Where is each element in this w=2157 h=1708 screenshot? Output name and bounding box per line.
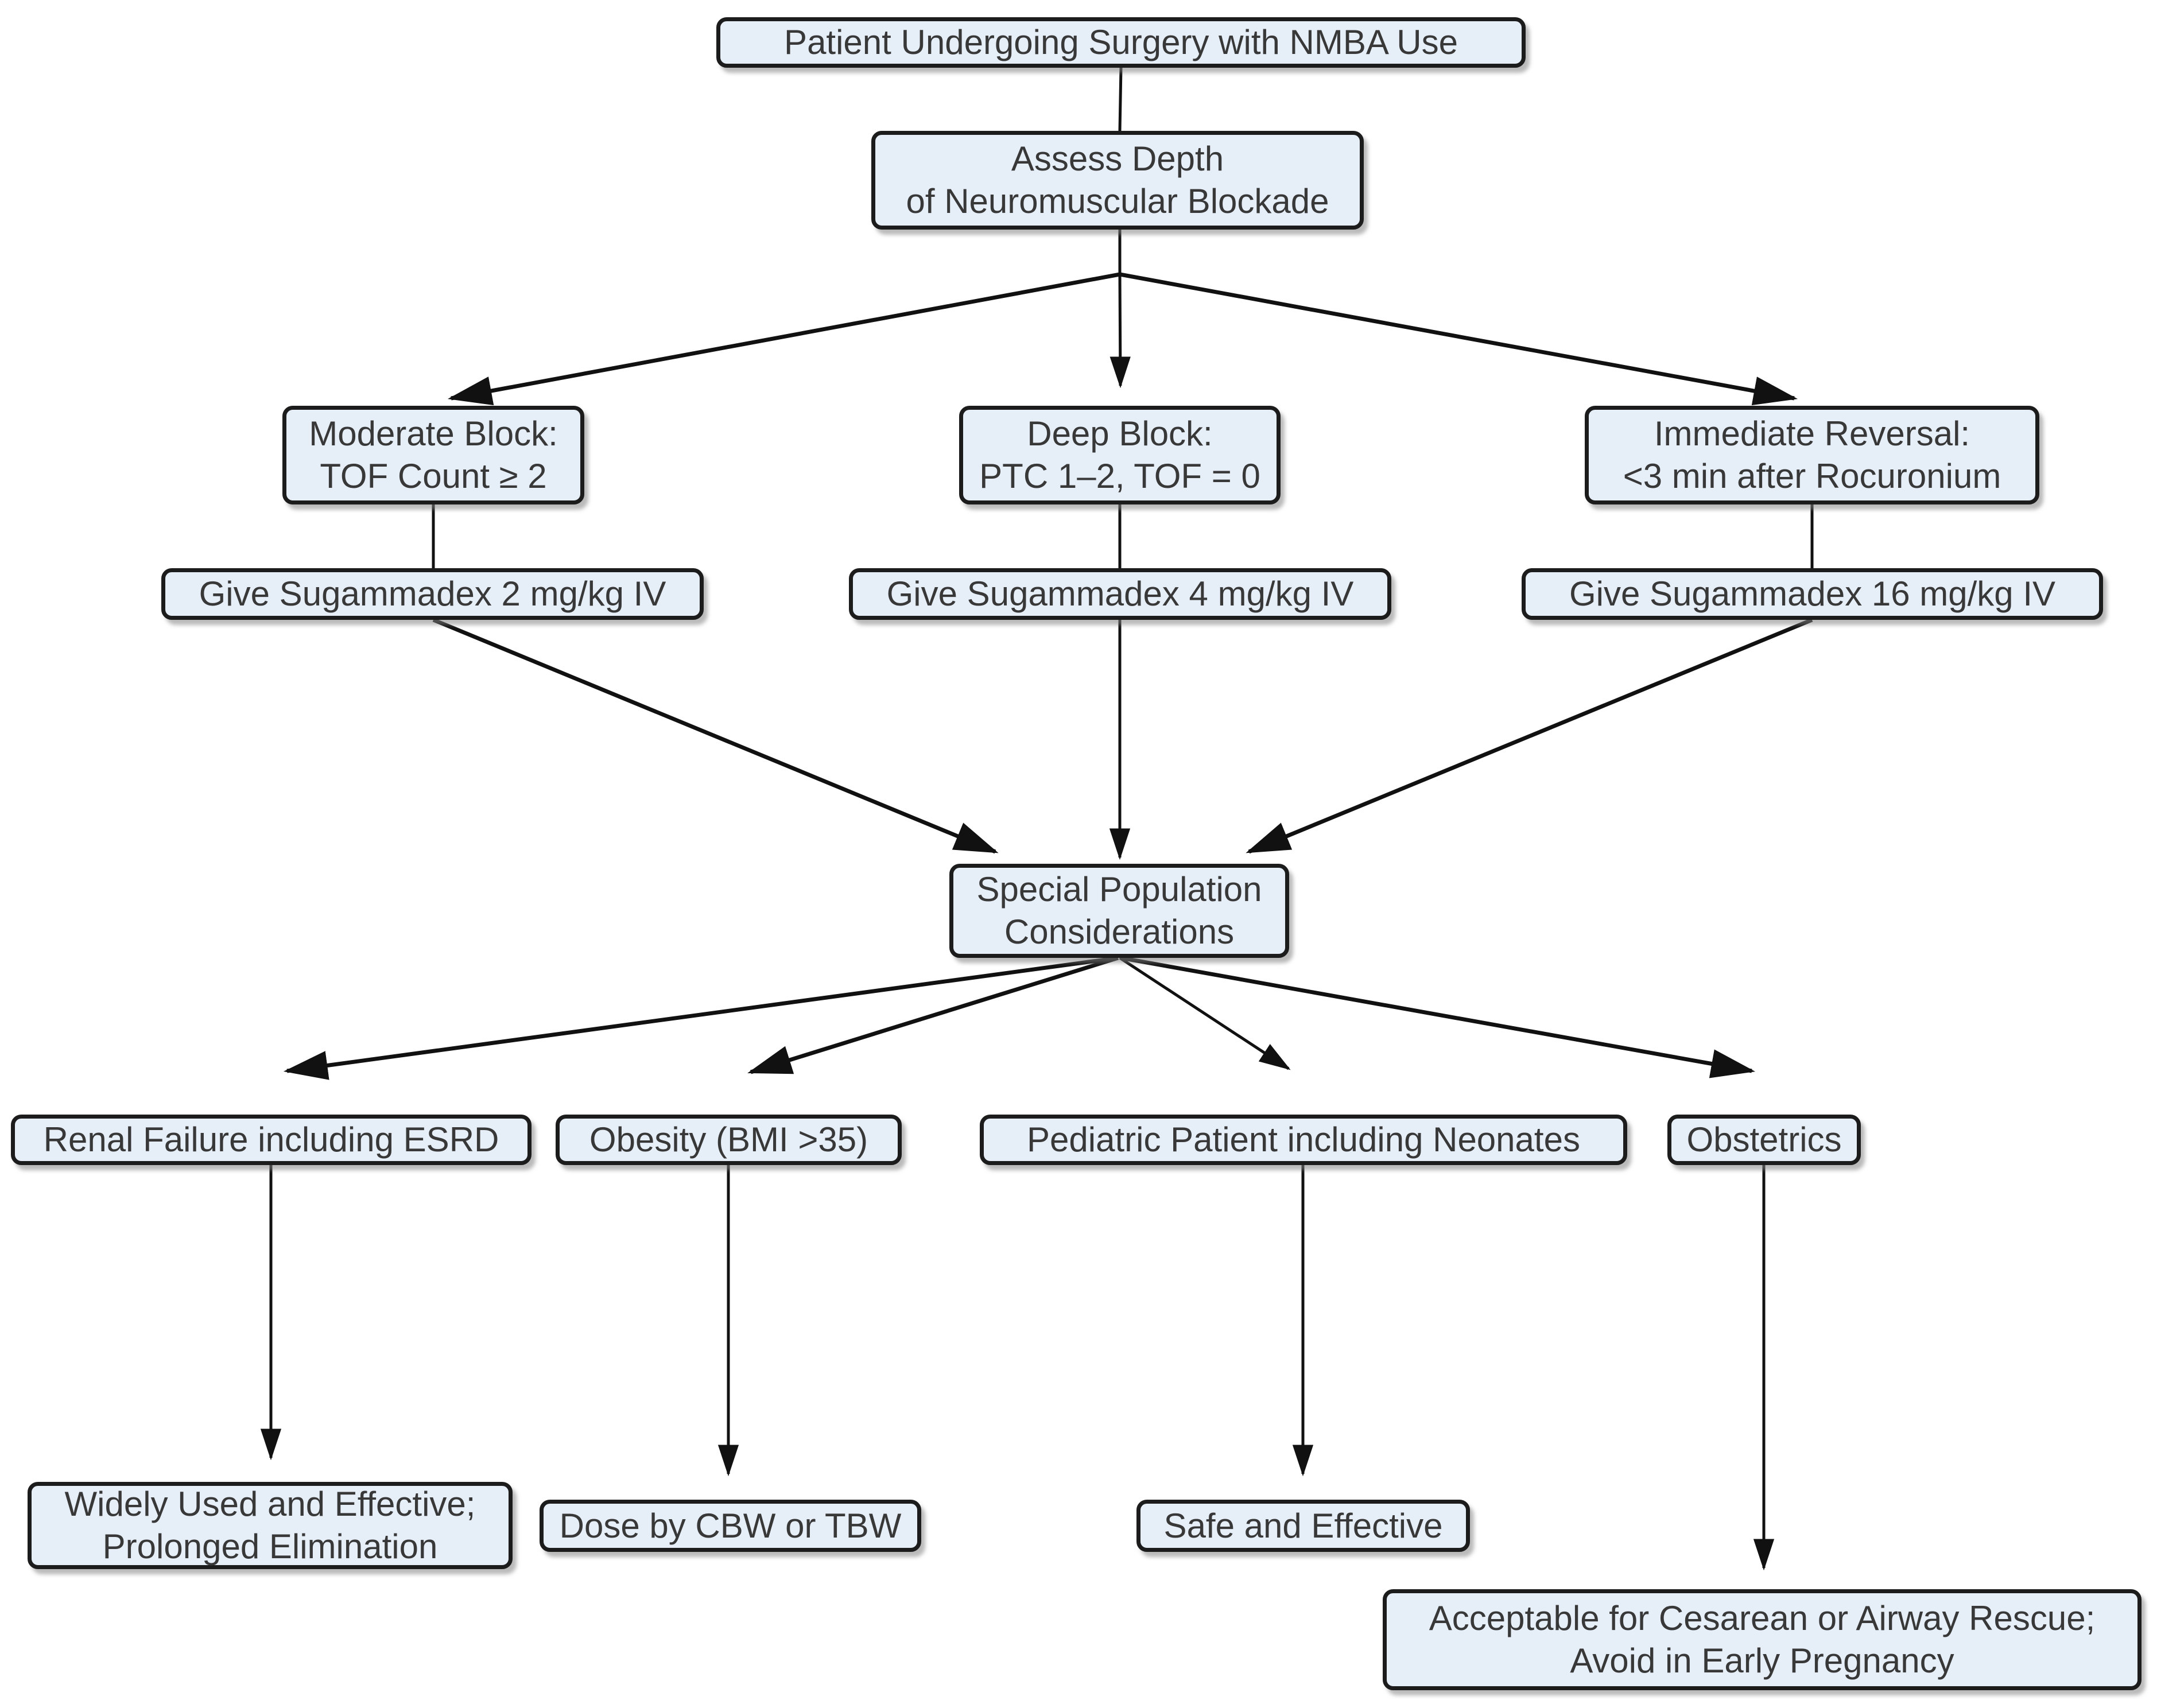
- node-assess-depth: Assess Depth of Neuromuscular Blockade: [871, 131, 1364, 230]
- node-pediatric-outcome: Safe and Effective: [1136, 1500, 1470, 1552]
- edge-special-obstetrics: [1120, 956, 1756, 1078]
- node-label: Pediatric Patient including Neonates: [1027, 1120, 1580, 1159]
- node-label: Give Sugammadex 2 mg/kg IV: [199, 574, 666, 613]
- node-moderate-block: Moderate Block: TOF Count ≥ 2: [282, 406, 584, 504]
- node-special-population: Special Population Considerations: [949, 864, 1289, 958]
- node-label: Safe and Effective: [1163, 1506, 1443, 1545]
- node-label: Deep Block: PTC 1–2, TOF = 0: [979, 414, 1260, 495]
- node-give-sugammadex-4: Give Sugammadex 4 mg/kg IV: [849, 568, 1391, 620]
- node-label: Widely Used and Effective; Prolonged Eli…: [64, 1485, 476, 1566]
- node-label: Patient Undergoing Surgery with NMBA Use: [784, 23, 1458, 61]
- edge-special-obesity: [747, 956, 1119, 1074]
- node-renal-outcome: Widely Used and Effective; Prolonged Eli…: [28, 1482, 513, 1569]
- node-give-sugammadex-16: Give Sugammadex 16 mg/kg IV: [1522, 568, 2103, 620]
- node-label: Special Population Considerations: [976, 870, 1262, 951]
- node-renal-failure: Renal Failure including ESRD: [11, 1115, 532, 1165]
- node-obstetrics: Obstetrics: [1667, 1115, 1861, 1165]
- node-deep-block: Deep Block: PTC 1–2, TOF = 0: [959, 406, 1281, 504]
- node-immediate-reversal: Immediate Reversal: <3 min after Rocuron…: [1585, 406, 2039, 504]
- node-obstetrics-outcome: Acceptable for Cesarean or Airway Rescue…: [1383, 1589, 2142, 1690]
- edge-special-pediatric: [1119, 956, 1291, 1070]
- node-label: Dose by CBW or TBW: [559, 1506, 902, 1545]
- node-label: Moderate Block: TOF Count ≥ 2: [309, 414, 558, 495]
- edge-special-renal: [283, 956, 1119, 1080]
- node-label: Renal Failure including ESRD: [43, 1120, 499, 1159]
- node-patient-start: Patient Undergoing Surgery with NMBA Use: [716, 17, 1526, 68]
- edge-give2-special: [432, 618, 999, 854]
- node-label: Give Sugammadex 16 mg/kg IV: [1569, 574, 2056, 613]
- node-label: Immediate Reversal: <3 min after Rocuron…: [1623, 414, 2001, 495]
- node-obesity: Obesity (BMI >35): [556, 1115, 902, 1165]
- node-give-sugammadex-2: Give Sugammadex 2 mg/kg IV: [161, 568, 704, 620]
- node-label: Assess Depth of Neuromuscular Blockade: [906, 139, 1329, 220]
- node-label: Obesity (BMI >35): [589, 1120, 868, 1159]
- edge-give16-special: [1246, 618, 1813, 854]
- edge-assess-moderate: [447, 272, 1120, 406]
- edge-assess-immediate: [1119, 272, 1798, 406]
- node-label: Acceptable for Cesarean or Airway Rescue…: [1429, 1599, 2096, 1680]
- edge-start-assess: [1118, 67, 1123, 131]
- node-obesity-outcome: Dose by CBW or TBW: [540, 1500, 921, 1552]
- node-label: Give Sugammadex 4 mg/kg IV: [886, 574, 1354, 613]
- node-pediatric-patient: Pediatric Patient including Neonates: [980, 1115, 1627, 1165]
- node-label: Obstetrics: [1686, 1120, 1842, 1159]
